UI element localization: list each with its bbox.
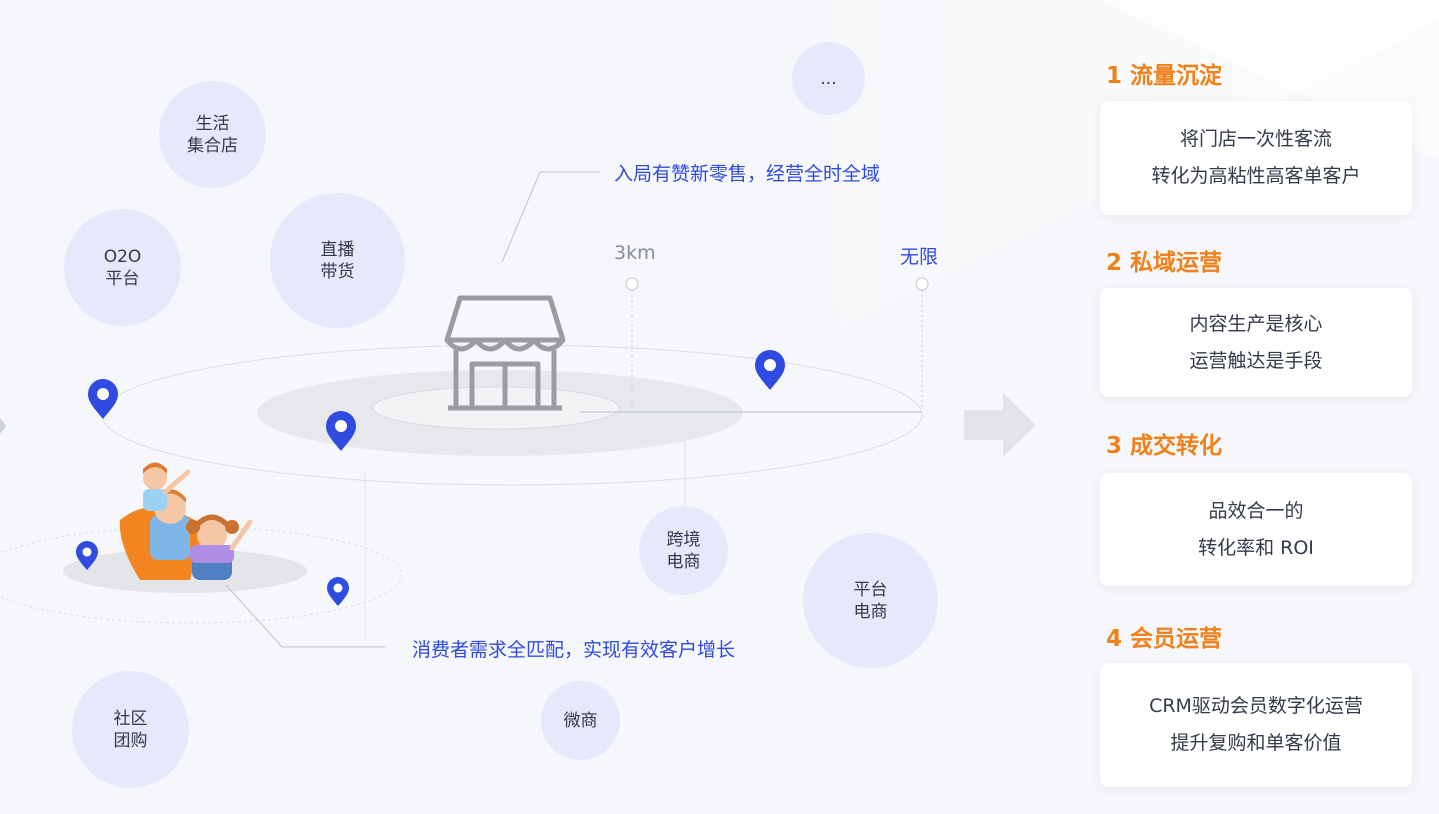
location-pin-icon	[88, 379, 118, 419]
channel-label: 社区 团购	[113, 708, 148, 751]
step-card-line: 运营触达是手段	[1189, 349, 1323, 372]
storefront-icon	[444, 295, 566, 411]
channel-label: 跨境 电商	[666, 529, 701, 572]
step-card-line: CRM驱动会员数字化运营	[1149, 695, 1363, 717]
family-illustration	[119, 462, 253, 580]
location-pin-icon	[76, 541, 98, 570]
step-title-4: 4 会员运营	[1106, 626, 1223, 652]
bottom-callout: 消费者需求全匹配，实现有效客户增长	[412, 639, 736, 661]
channel-label: 生活 集合店	[187, 113, 238, 156]
radius-marker-near	[625, 277, 639, 291]
channel-bubble-more: ...	[792, 42, 865, 115]
step-card-line: 提升复购和单客价值	[1170, 732, 1342, 754]
step-title-2: 2 私域运营	[1106, 250, 1223, 276]
step-title-1: 1 流量沉淀	[1106, 63, 1223, 89]
channel-label: ...	[820, 68, 837, 89]
channel-label: 平台 电商	[853, 579, 888, 622]
location-pin-icon	[327, 577, 349, 606]
radius-marker-far	[915, 277, 929, 291]
step-card-1: 将门店一次性客流 转化为高粘性高客单客户	[1100, 101, 1412, 215]
step-card-line: 品效合一的	[1208, 499, 1304, 522]
channel-bubble-community-group: 社区 团购	[72, 671, 189, 788]
step-card-line: 转化率和 ROI	[1198, 536, 1314, 559]
step-card-4: CRM驱动会员数字化运营 提升复购和单客价值	[1100, 663, 1412, 787]
step-title-3: 3 成交转化	[1106, 433, 1223, 459]
channel-bubble-o2o: O2O 平台	[64, 209, 181, 326]
location-pin-icon	[755, 350, 785, 390]
channel-label: O2O 平台	[103, 246, 142, 289]
channel-bubble-live-selling: 直播 带货	[270, 193, 405, 328]
channel-label: 微商	[563, 710, 598, 731]
step-card-line: 内容生产是核心	[1189, 312, 1323, 335]
channel-bubble-wechat-business: 微商	[541, 681, 620, 760]
right-arrow-icon	[964, 393, 1036, 457]
step-card-3: 品效合一的 转化率和 ROI	[1100, 473, 1412, 586]
step-card-2: 内容生产是核心 运营触达是手段	[1100, 288, 1412, 397]
channel-bubble-lifestyle-store: 生活 集合店	[159, 81, 266, 188]
step-card-line: 转化为高粘性高客单客户	[1151, 165, 1361, 187]
step-card-line: 将门店一次性客流	[1179, 128, 1332, 150]
channel-bubble-platform-ecommerce: 平台 电商	[803, 533, 938, 668]
center-callout: 入局有赞新零售，经营全时全域	[614, 163, 881, 185]
radius-label-far: 无限	[900, 246, 939, 268]
left-edge-arrow-icon	[0, 418, 6, 434]
location-pin-icon	[326, 411, 356, 451]
channel-bubble-cross-border: 跨境 电商	[639, 506, 728, 595]
radius-label-near: 3km	[614, 242, 656, 264]
channel-label: 直播 带货	[320, 239, 355, 282]
